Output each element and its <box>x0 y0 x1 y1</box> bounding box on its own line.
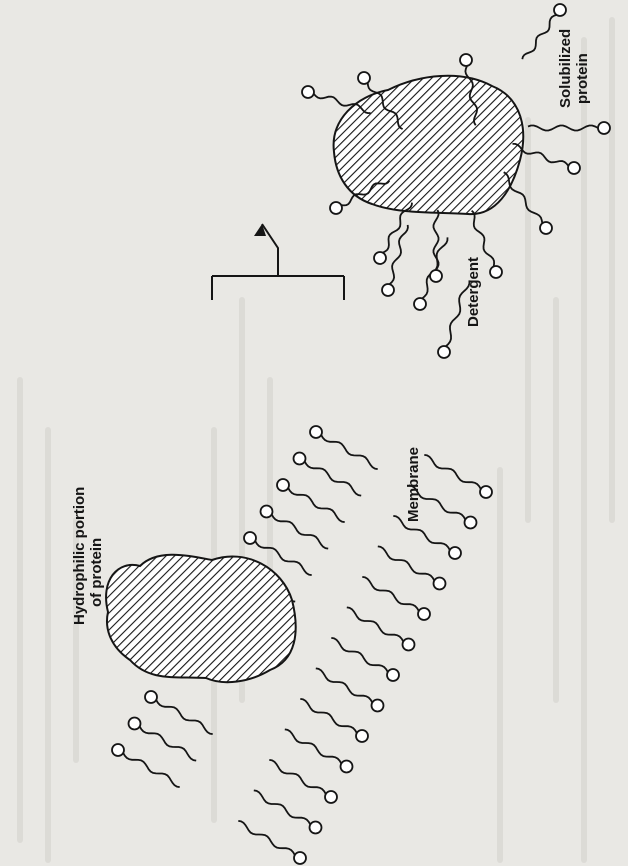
detergent-molecules <box>382 225 469 358</box>
membrane-inner-lipid-tail <box>300 699 357 733</box>
micelle-detergent-head <box>460 54 472 66</box>
micelle-detergent-head <box>598 122 610 134</box>
membrane-inner-lipid-tail <box>254 790 310 824</box>
membrane-inner-lipid-tail <box>269 760 326 794</box>
membrane-outer-lipid-tail <box>305 462 362 496</box>
membrane-inner-lipid-head <box>294 852 306 864</box>
hydrophilic-label: Hydrophilic portion of protein <box>72 487 105 625</box>
membrane-inner-lipid-head <box>434 578 446 590</box>
membrane-inner-lipid-head <box>387 669 399 681</box>
membrane-outer-lipid-tail <box>321 435 378 469</box>
micelle-detergent-head <box>430 270 442 282</box>
membrane-outer-lipid-head <box>112 744 124 756</box>
membrane-label: Membrane <box>406 447 423 522</box>
membrane-inner-lipid-head <box>465 517 477 529</box>
membrane-outer-lipid-head <box>129 718 141 730</box>
micelle-detergent-head <box>568 162 580 174</box>
solubilized-protein-blob <box>334 76 524 214</box>
membrane-outer-lipid-head <box>145 691 157 703</box>
hydrophilic-protein-blob <box>106 555 296 682</box>
membrane-outer-lipid-head <box>244 532 256 544</box>
membrane-inner-lipid-head <box>449 547 461 559</box>
membrane-outer-lipid-tail <box>272 515 329 549</box>
detergent-head <box>382 284 394 296</box>
membrane-inner-lipid-head <box>403 639 415 651</box>
micelle-detergent-head <box>302 86 314 98</box>
solubilized-label-line1: Solubilized <box>558 29 575 108</box>
micelle-detergent-tail <box>504 172 543 223</box>
detergent-label: Detergent <box>466 257 483 327</box>
detergent-tail <box>390 225 408 284</box>
hydrophilic-label-line1: Hydrophilic portion <box>72 487 89 625</box>
membrane-inner-lipid-tail <box>362 577 419 611</box>
membrane-inner-lipid-head <box>372 700 384 712</box>
membrane-outer-lipid-tail <box>156 700 213 734</box>
membrane-inner-lipid-head <box>418 608 430 620</box>
micelle-detergent-head <box>330 202 342 214</box>
membrane-inner-lipid-tail <box>378 546 435 580</box>
micelle-detergent-head <box>540 222 552 234</box>
micelle-detergent-tail <box>528 126 598 131</box>
detergent-head <box>414 298 426 310</box>
membrane-inner-lipid-tail <box>347 607 404 641</box>
membrane-inner-lipid-head <box>356 730 368 742</box>
membrane-inner-lipid-tail <box>424 455 481 489</box>
membrane-outer-lipid-tail <box>288 488 345 522</box>
membrane-outer-lipid-head <box>310 426 322 438</box>
membrane-inner-lipid-head <box>310 822 322 834</box>
micelle-detergent-head <box>374 252 386 264</box>
micelle-detergent-tail <box>522 15 556 59</box>
membrane-inner-lipid-head <box>341 761 353 773</box>
solubilized-protein-label: Solubilized protein <box>558 29 591 108</box>
solubilized-label-line2: protein <box>575 29 592 104</box>
micelle-detergent-tail <box>434 210 439 270</box>
membrane-outer-lipid-head <box>277 479 289 491</box>
detergent-head <box>438 346 450 358</box>
membrane-inner-lipid-head <box>480 486 492 498</box>
membrane-inner-lipid-tail <box>316 668 373 702</box>
hydrophilic-label-line2: of protein <box>89 487 106 607</box>
micelle-detergent-head <box>554 4 566 16</box>
membrane-inner-lipid-tail <box>331 638 388 672</box>
membrane-outer-lipid-head <box>261 506 273 518</box>
membrane-outer-lipid-tail <box>140 727 197 761</box>
membrane-inner-lipid-tail <box>238 821 294 855</box>
membrane-inner-lipid-head <box>325 791 337 803</box>
reaction-arrow <box>212 224 344 300</box>
membrane-inner-lipid-tail <box>285 729 342 763</box>
micelle-detergent-head <box>490 266 502 278</box>
membrane-outer-lipid-head <box>294 453 306 465</box>
membrane-outer-lipid-tail <box>123 753 180 787</box>
micelle-detergent-head <box>358 72 370 84</box>
